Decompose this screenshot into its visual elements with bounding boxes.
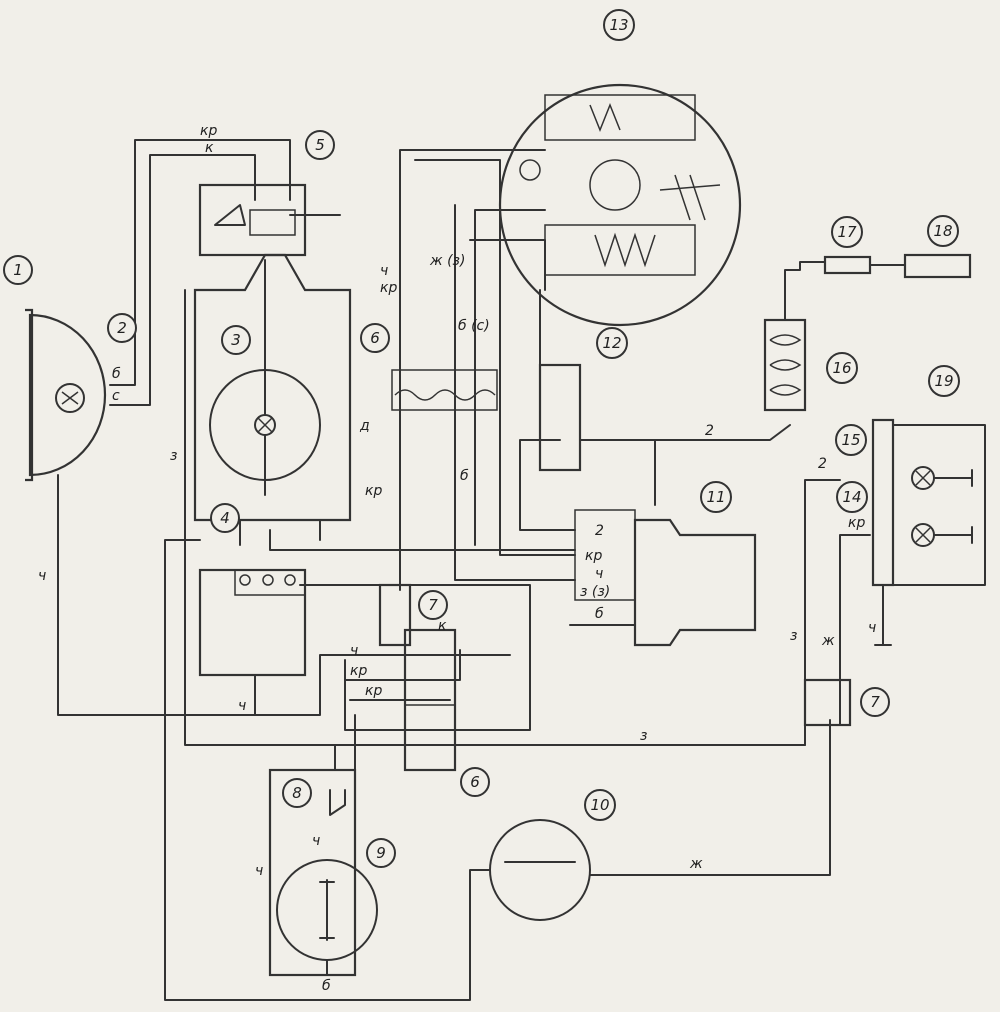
wire-label-z-11: з (з) bbox=[580, 584, 610, 600]
wire-label-kr-14: кр bbox=[848, 515, 865, 531]
callout-10: 10 bbox=[590, 796, 609, 814]
wire-label-b-hl: б bbox=[112, 366, 121, 382]
generator-13 bbox=[498, 83, 742, 327]
wire-label-ch-8: ч bbox=[255, 863, 263, 879]
wire-label-kr-bot1: кр bbox=[350, 663, 367, 679]
wire-label-b-11b: б bbox=[595, 606, 604, 622]
switch-5 bbox=[198, 183, 341, 257]
callouts: 1 2 3 4 5 6 6 7 7 8 9 10 11 12 13 14 15 … bbox=[3, 9, 960, 868]
wire-label-z-right: з bbox=[790, 628, 797, 644]
wire-label-kr-bot2: кр bbox=[365, 683, 382, 699]
wire-label-k-5: к bbox=[438, 618, 447, 634]
wire-label-kr-11: кр bbox=[585, 548, 602, 564]
wire-label-z-bottom: з bbox=[640, 728, 647, 744]
callout-12: 12 bbox=[602, 334, 621, 352]
callout-19: 19 bbox=[934, 372, 953, 390]
wire-label-zh-3: ж (з) bbox=[429, 253, 465, 269]
wire-label-two-15: 2 bbox=[818, 456, 827, 472]
wire-label-b-9: б bbox=[322, 978, 331, 994]
wire-label-ch-mid: ч bbox=[350, 643, 358, 659]
wire-label-b-c: б (с) bbox=[458, 318, 490, 334]
callout-15: 15 bbox=[841, 431, 860, 449]
callout-8: 8 bbox=[292, 784, 302, 802]
callout-4: 4 bbox=[220, 509, 230, 527]
taillight-19 bbox=[871, 418, 986, 646]
wire-label-ch-9: ч bbox=[312, 833, 320, 849]
headlight-1 bbox=[25, 308, 107, 482]
regulator-4 bbox=[198, 568, 307, 677]
wire-label-kr-top: кр bbox=[200, 123, 217, 139]
wire-label-two-16: 2 bbox=[705, 423, 714, 439]
horn-10 bbox=[489, 819, 591, 921]
wire-label-b-mid: б bbox=[460, 468, 469, 484]
connector-6 bbox=[391, 369, 498, 772]
wire-label-zh-10: ж bbox=[689, 856, 703, 872]
wire-label-z-left: з bbox=[170, 448, 177, 464]
callout-6a: 6 bbox=[370, 329, 380, 347]
magneto-8-9 bbox=[268, 768, 378, 977]
spark-plug-16 bbox=[763, 261, 826, 412]
callout-7b: 7 bbox=[870, 693, 880, 711]
callout-5: 5 bbox=[315, 136, 325, 154]
wire-label-s-hl: с bbox=[112, 388, 120, 404]
plug-cap-18 bbox=[903, 253, 972, 279]
wire-label-zh-right: ж bbox=[821, 633, 835, 649]
wire-label-ch-left: ч bbox=[38, 568, 46, 584]
callout-6b: 6 bbox=[470, 773, 480, 791]
callout-7a: 7 bbox=[428, 596, 438, 614]
callout-16: 16 bbox=[832, 359, 851, 377]
callout-11: 11 bbox=[706, 488, 725, 506]
ignition-coil-12 bbox=[538, 363, 582, 472]
callout-14: 14 bbox=[842, 488, 861, 506]
wire-label-d-mid: д bbox=[359, 418, 370, 434]
callout-9: 9 bbox=[376, 844, 386, 862]
wire-label-ch-4: ч bbox=[238, 698, 246, 714]
wire-label-ch-19: ч bbox=[868, 620, 876, 636]
callout-13: 13 bbox=[609, 16, 628, 34]
wire-label-kr-mid: кр bbox=[365, 483, 382, 499]
callout-18: 18 bbox=[933, 222, 952, 240]
speedometer-3 bbox=[193, 253, 352, 522]
wiring bbox=[57, 139, 871, 1001]
wire-label-k-top: к bbox=[205, 140, 214, 156]
wire-labels: кр к з ч б с ч кр ж (з) б (с) б кр д ч к… bbox=[38, 123, 876, 994]
callout-1: 1 bbox=[13, 261, 23, 279]
callout-3: 3 bbox=[231, 331, 241, 349]
wire-label-ch-6: ч bbox=[380, 263, 388, 279]
wire-label-ch-11: ч bbox=[595, 566, 603, 582]
callout-2: 2 bbox=[117, 319, 127, 337]
callout-17: 17 bbox=[837, 223, 857, 241]
wire-label-b-11: 2 bbox=[595, 523, 604, 539]
wire-label-kr-6: кр bbox=[380, 280, 397, 296]
resistor-17 bbox=[823, 255, 872, 275]
